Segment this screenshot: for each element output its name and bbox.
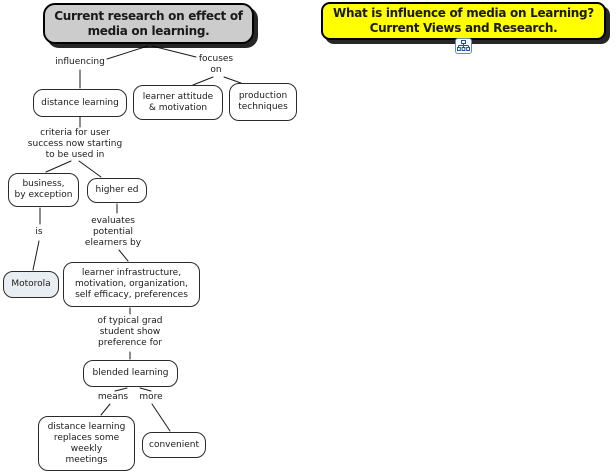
linking-phrase-is[interactable]: is — [35, 227, 43, 237]
concept-node-distance-replaces-meetings[interactable]: distance learning replaces some weekly m… — [38, 416, 135, 471]
concept-node-learner-attitude[interactable]: learner attitude & motivation — [133, 85, 223, 120]
linking-phrase-means[interactable]: means — [97, 392, 129, 402]
concept-node-learner-infrastructure[interactable]: learner infrastructure, motivation, orga… — [63, 262, 200, 307]
concept-node-convenient[interactable]: convenient — [142, 432, 206, 458]
linking-phrase-more[interactable]: more — [139, 392, 163, 402]
concept-node-distance-learning[interactable]: distance learning — [33, 89, 127, 117]
focus-question-node[interactable]: What is influence of media on Learning? … — [321, 2, 606, 40]
concept-map-icon — [457, 40, 470, 51]
concept-node-higher-ed[interactable]: higher ed — [87, 178, 147, 203]
concept-map-resource-icon[interactable] — [455, 38, 472, 54]
linking-phrase-criteria[interactable]: criteria for user success now starting t… — [27, 128, 123, 160]
linking-phrase-of-typical-grad[interactable]: of typical grad student show preference … — [97, 316, 163, 348]
research-title-node[interactable]: Current research on effect of media on l… — [43, 3, 254, 44]
linking-phrase-evaluates[interactable]: evaluates potential elearners by — [84, 216, 142, 248]
concept-node-production-techniques[interactable]: production techniques — [229, 83, 297, 121]
linking-phrase-focuses-on[interactable]: focuses on — [198, 54, 234, 75]
concept-node-motorola[interactable]: Motorola — [3, 271, 59, 298]
concept-node-business[interactable]: business, by exception — [8, 173, 79, 207]
linking-phrase-influencing[interactable]: influencing — [55, 57, 105, 67]
concept-node-blended-learning[interactable]: blended learning — [83, 360, 178, 387]
